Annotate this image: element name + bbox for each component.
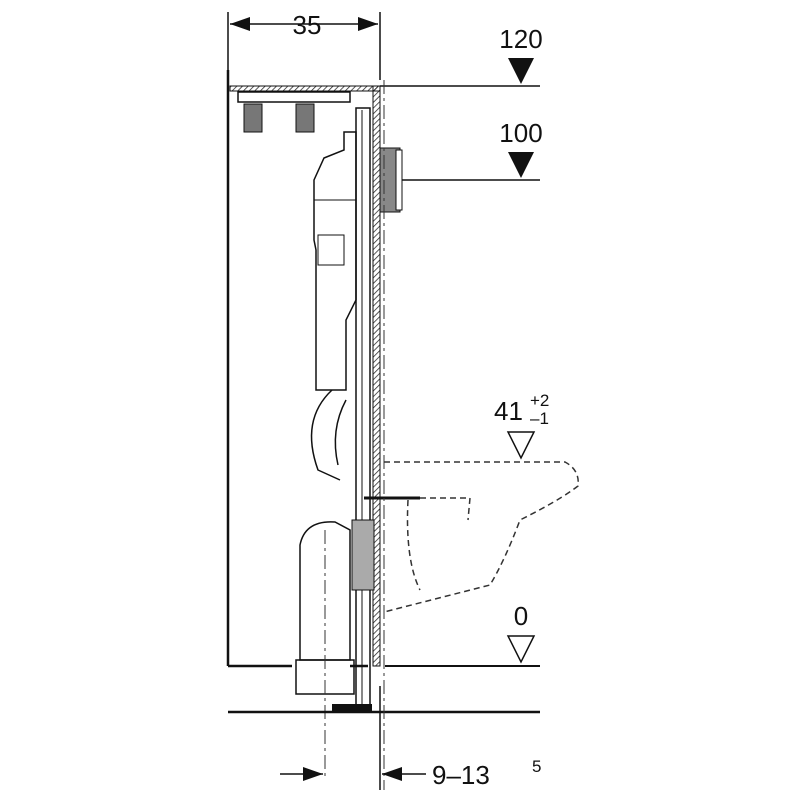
height-marker-41: 41 +2 –1 — [494, 391, 549, 460]
tolerance-plus: +2 — [530, 391, 549, 410]
height-marker-120: 120 — [380, 24, 543, 87]
height-120-label: 120 — [499, 24, 542, 54]
height-41-label: 41 — [494, 396, 523, 426]
height-marker-0: 0 — [385, 601, 540, 667]
height-100-label: 100 — [499, 118, 542, 148]
height-0-label: 0 — [514, 601, 528, 631]
level-arrow-outline-icon — [506, 635, 536, 664]
height-marker-100: 100 — [400, 118, 543, 181]
installation-frame — [226, 70, 420, 780]
level-arrow-outline-icon — [506, 431, 536, 460]
wall-gap-label: 9–13 — [432, 760, 490, 790]
level-arrow-icon — [508, 58, 534, 84]
level-arrow-icon — [508, 152, 534, 178]
tolerance-minus: –1 — [530, 409, 549, 428]
dimension-wall-gap: 9–13 5 — [280, 757, 541, 790]
wc-bowl-outline — [383, 461, 579, 613]
wall-gap-superscript: 5 — [532, 757, 541, 776]
depth-label: 35 — [293, 10, 322, 40]
dimension-depth: 35 — [227, 10, 381, 80]
